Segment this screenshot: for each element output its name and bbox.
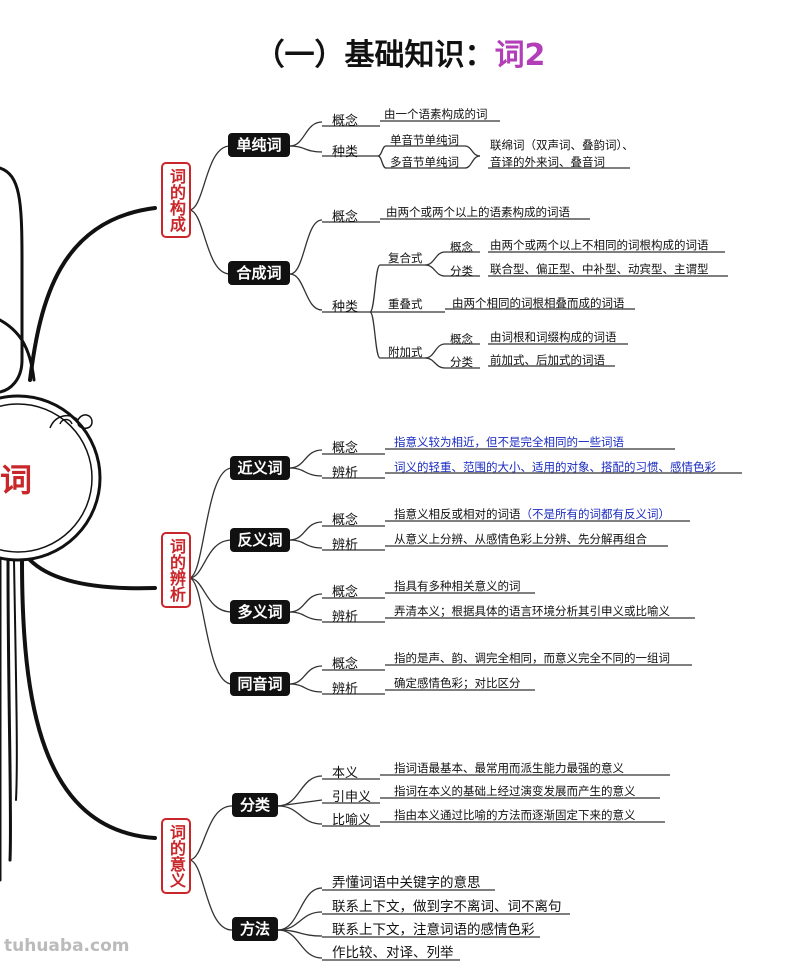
label-classification-small: 分类 bbox=[450, 355, 473, 369]
affix-form-kinds: 前加式、后加式的词语 bbox=[490, 353, 605, 367]
reduplicated-form-text: 由两个相同的词根相叠而成的词语 bbox=[452, 296, 625, 310]
label-classification-small: 分类 bbox=[450, 264, 473, 278]
compound-word-concept: 由两个或两个以上的语素构成的词语 bbox=[386, 205, 570, 219]
method-4: 作比较、对译、列举 bbox=[332, 945, 454, 961]
antonym-discrimination: 从意义上分辨、从感情色彩上分辨、先分解再组合 bbox=[394, 532, 647, 546]
label-concept-small: 概念 bbox=[450, 332, 473, 346]
center-circle bbox=[0, 394, 102, 562]
label-reduplicated-form: 重叠式 bbox=[388, 297, 423, 311]
group-word-discrimination: 词的辨析 bbox=[161, 532, 191, 608]
label-concept: 概念 bbox=[332, 210, 359, 225]
label-extended-meaning: 引申义 bbox=[332, 790, 372, 805]
simple-word-kind-2: 音译的外来词、叠音词 bbox=[490, 155, 605, 169]
label-original-meaning: 本义 bbox=[332, 766, 359, 781]
node-polysemy: 多义词 bbox=[230, 600, 290, 624]
antonym-concept: 指意义相反或相对的词语（不是所有的词都有反义词） bbox=[394, 506, 670, 522]
node-synonym: 近义词 bbox=[230, 456, 290, 480]
label-discrimination: 辨析 bbox=[332, 466, 359, 481]
node-antonym: 反义词 bbox=[230, 528, 290, 552]
watermark: tuhuaba.com bbox=[4, 936, 130, 956]
antonym-concept-main: 指意义相反或相对的词语 bbox=[394, 507, 521, 521]
label-metaphorical-meaning: 比喻义 bbox=[332, 813, 372, 828]
label-kind: 种类 bbox=[332, 145, 359, 160]
center-word: 词 bbox=[0, 461, 33, 499]
group-word-meaning-label: 词的意义 bbox=[167, 824, 186, 888]
label-discrimination: 辨析 bbox=[332, 538, 359, 553]
label-concept: 概念 bbox=[332, 513, 359, 528]
antonym-concept-note: （不是所有的词都有反义词） bbox=[520, 507, 671, 521]
homophone-discrimination: 确定感情色彩；对比区分 bbox=[394, 676, 521, 690]
extended-meaning-text: 指词在本义的基础上经过演变发展而产生的意义 bbox=[394, 784, 636, 798]
method-1: 弄懂词语中关键字的意思 bbox=[332, 875, 481, 891]
simple-word-kind-1: 联绵词（双声词、叠韵词）、 bbox=[490, 138, 634, 152]
polysemy-concept: 指具有多种相关意义的词 bbox=[394, 579, 521, 593]
label-polysyllabic: 多音节单纯词 bbox=[390, 155, 459, 169]
compound-form-concept: 由两个或两个以上不相同的词根构成的词语 bbox=[490, 238, 709, 252]
node-classification: 分类 bbox=[232, 793, 278, 817]
label-compound-form: 复合式 bbox=[388, 251, 423, 265]
group-word-formation: 词的构成 bbox=[161, 162, 191, 238]
original-meaning-text: 指词语最基本、最常用而派生能力最强的意义 bbox=[394, 761, 624, 775]
affix-form-concept: 由词根和词缀构成的词语 bbox=[490, 330, 617, 344]
label-monosyllabic: 单音节单纯词 bbox=[390, 133, 459, 147]
label-concept: 概念 bbox=[332, 585, 359, 600]
label-concept: 概念 bbox=[332, 657, 359, 672]
label-discrimination: 辨析 bbox=[332, 610, 359, 625]
node-simple-word: 单纯词 bbox=[228, 133, 290, 157]
label-kind: 种类 bbox=[332, 300, 359, 315]
label-concept-small: 概念 bbox=[450, 240, 473, 254]
label-concept: 概念 bbox=[332, 114, 359, 129]
compound-form-kinds: 联合型、偏正型、中补型、动宾型、主谓型 bbox=[490, 262, 709, 276]
title-accent: 词2 bbox=[494, 38, 546, 73]
homophone-concept: 指的是声、韵、调完全相同，而意义完全不同的一组词 bbox=[394, 651, 670, 665]
group-word-formation-label: 词的构成 bbox=[167, 168, 186, 232]
polysemy-discrimination: 弄清本义；根据具体的语言环境分析其引申义或比喻义 bbox=[394, 604, 670, 618]
node-homophone: 同音词 bbox=[230, 672, 290, 696]
label-concept: 概念 bbox=[332, 441, 359, 456]
label-affix-form: 附加式 bbox=[388, 345, 423, 359]
cloud-ornament bbox=[49, 414, 93, 429]
node-compound-word: 合成词 bbox=[228, 261, 290, 285]
method-2: 联系上下文，做到字不离词、词不离句 bbox=[332, 899, 562, 915]
label-discrimination: 辨析 bbox=[332, 682, 359, 697]
title-main: （一）基础知识： bbox=[254, 38, 495, 73]
page-title: （一）基础知识：词2 bbox=[0, 30, 800, 74]
node-method: 方法 bbox=[232, 917, 278, 941]
metaphorical-meaning-text: 指由本义通过比喻的方法而逐渐固定下来的意义 bbox=[394, 808, 636, 822]
group-word-meaning: 词的意义 bbox=[161, 818, 191, 894]
synonym-concept: 指意义较为相近，但不是完全相同的一些词语 bbox=[394, 435, 624, 449]
synonym-discrimination: 词义的轻重、范围的大小、适用的对象、搭配的习惯、感情色彩 bbox=[394, 460, 716, 474]
group-word-discrimination-label: 词的辨析 bbox=[167, 538, 186, 602]
simple-word-concept: 由一个语素构成的词 bbox=[384, 107, 488, 121]
method-3: 联系上下文，注意词语的感情色彩 bbox=[332, 922, 535, 938]
